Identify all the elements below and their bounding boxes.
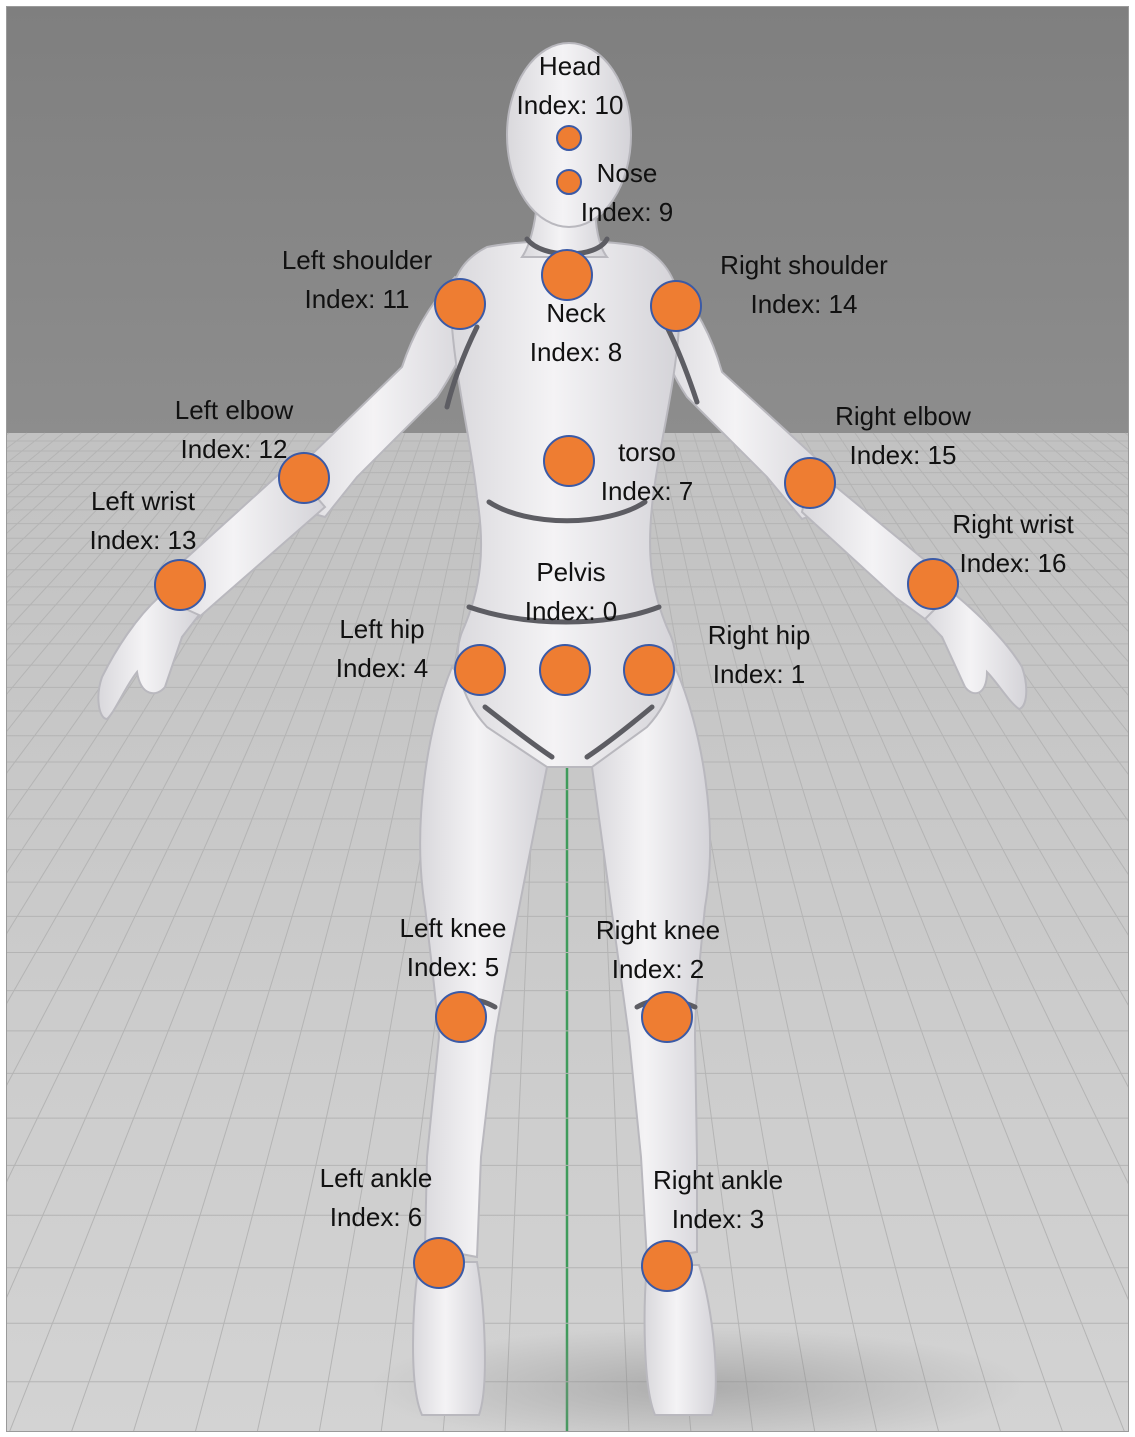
label-left-knee: Left knee Index: 5 [400, 909, 507, 987]
joint-name: Right shoulder [720, 246, 888, 285]
label-right-shoulder: Right shoulder Index: 14 [720, 246, 888, 324]
joint-index: Index: 13 [90, 521, 197, 560]
joint-name: Right knee [596, 911, 720, 950]
joint-index: Index: 3 [653, 1200, 783, 1239]
joint-name: Left ankle [320, 1159, 433, 1198]
joint-name: Left shoulder [282, 241, 432, 280]
joint-name: Left hip [336, 610, 429, 649]
joint-marker-right-knee [642, 992, 692, 1042]
joint-index: Index: 2 [596, 950, 720, 989]
label-right-ankle: Right ankle Index: 3 [653, 1161, 783, 1239]
joint-name: Right hip [708, 616, 811, 655]
joint-name: Pelvis [525, 553, 618, 592]
joint-index: Index: 16 [952, 544, 1073, 583]
joint-marker-right-ankle [642, 1241, 692, 1291]
joint-index: Index: 4 [336, 649, 429, 688]
joint-name: Left elbow [175, 391, 294, 430]
joint-marker-right-wrist [908, 559, 958, 609]
joint-marker-head [557, 126, 581, 150]
joint-index: Index: 10 [517, 86, 624, 125]
label-pelvis: Pelvis Index: 0 [525, 553, 618, 631]
skeleton-scene: Head Index: 10 Nose Index: 9 Neck Index:… [6, 6, 1129, 1432]
label-right-wrist: Right wrist Index: 16 [952, 505, 1073, 583]
joint-marker-left-wrist [155, 560, 205, 610]
joint-index: Index: 9 [581, 193, 674, 232]
joint-name: Nose [581, 154, 674, 193]
joint-marker-nose [557, 170, 581, 194]
label-head: Head Index: 10 [517, 47, 624, 125]
label-torso: torso Index: 7 [601, 433, 694, 511]
joint-index: Index: 8 [530, 333, 623, 372]
joint-name: Left wrist [90, 482, 197, 521]
joint-index: Index: 1 [708, 655, 811, 694]
label-left-ankle: Left ankle Index: 6 [320, 1159, 433, 1237]
joint-name: Right ankle [653, 1161, 783, 1200]
joint-marker-right-elbow [785, 458, 835, 508]
joint-marker-right-shoulder [651, 281, 701, 331]
label-nose: Nose Index: 9 [581, 154, 674, 232]
label-neck: Neck Index: 8 [530, 294, 623, 372]
joint-index: Index: 12 [175, 430, 294, 469]
joint-name: Left knee [400, 909, 507, 948]
label-left-shoulder: Left shoulder Index: 11 [282, 241, 432, 319]
joint-marker-left-knee [436, 992, 486, 1042]
joint-marker-left-ankle [414, 1238, 464, 1288]
label-right-knee: Right knee Index: 2 [596, 911, 720, 989]
joint-index: Index: 11 [282, 280, 432, 319]
joint-index: Index: 6 [320, 1198, 433, 1237]
mannequin-render [7, 7, 1129, 1432]
joint-marker-right-hip [624, 645, 674, 695]
joint-index: Index: 14 [720, 285, 888, 324]
joint-marker-left-hip [455, 645, 505, 695]
joint-index: Index: 0 [525, 592, 618, 631]
label-right-elbow: Right elbow Index: 15 [835, 397, 971, 475]
label-left-wrist: Left wrist Index: 13 [90, 482, 197, 560]
joint-name: Right wrist [952, 505, 1073, 544]
label-right-hip: Right hip Index: 1 [708, 616, 811, 694]
joint-index: Index: 7 [601, 472, 694, 511]
joint-marker-pelvis [540, 645, 590, 695]
joint-marker-torso [544, 436, 594, 486]
joint-marker-left-shoulder [435, 279, 485, 329]
joint-name: torso [601, 433, 694, 472]
joint-marker-neck [542, 250, 592, 300]
label-left-hip: Left hip Index: 4 [336, 610, 429, 688]
joint-name: Right elbow [835, 397, 971, 436]
joint-name: Head [517, 47, 624, 86]
joint-index: Index: 5 [400, 948, 507, 987]
joint-index: Index: 15 [835, 436, 971, 475]
label-left-elbow: Left elbow Index: 12 [175, 391, 294, 469]
joint-name: Neck [530, 294, 623, 333]
